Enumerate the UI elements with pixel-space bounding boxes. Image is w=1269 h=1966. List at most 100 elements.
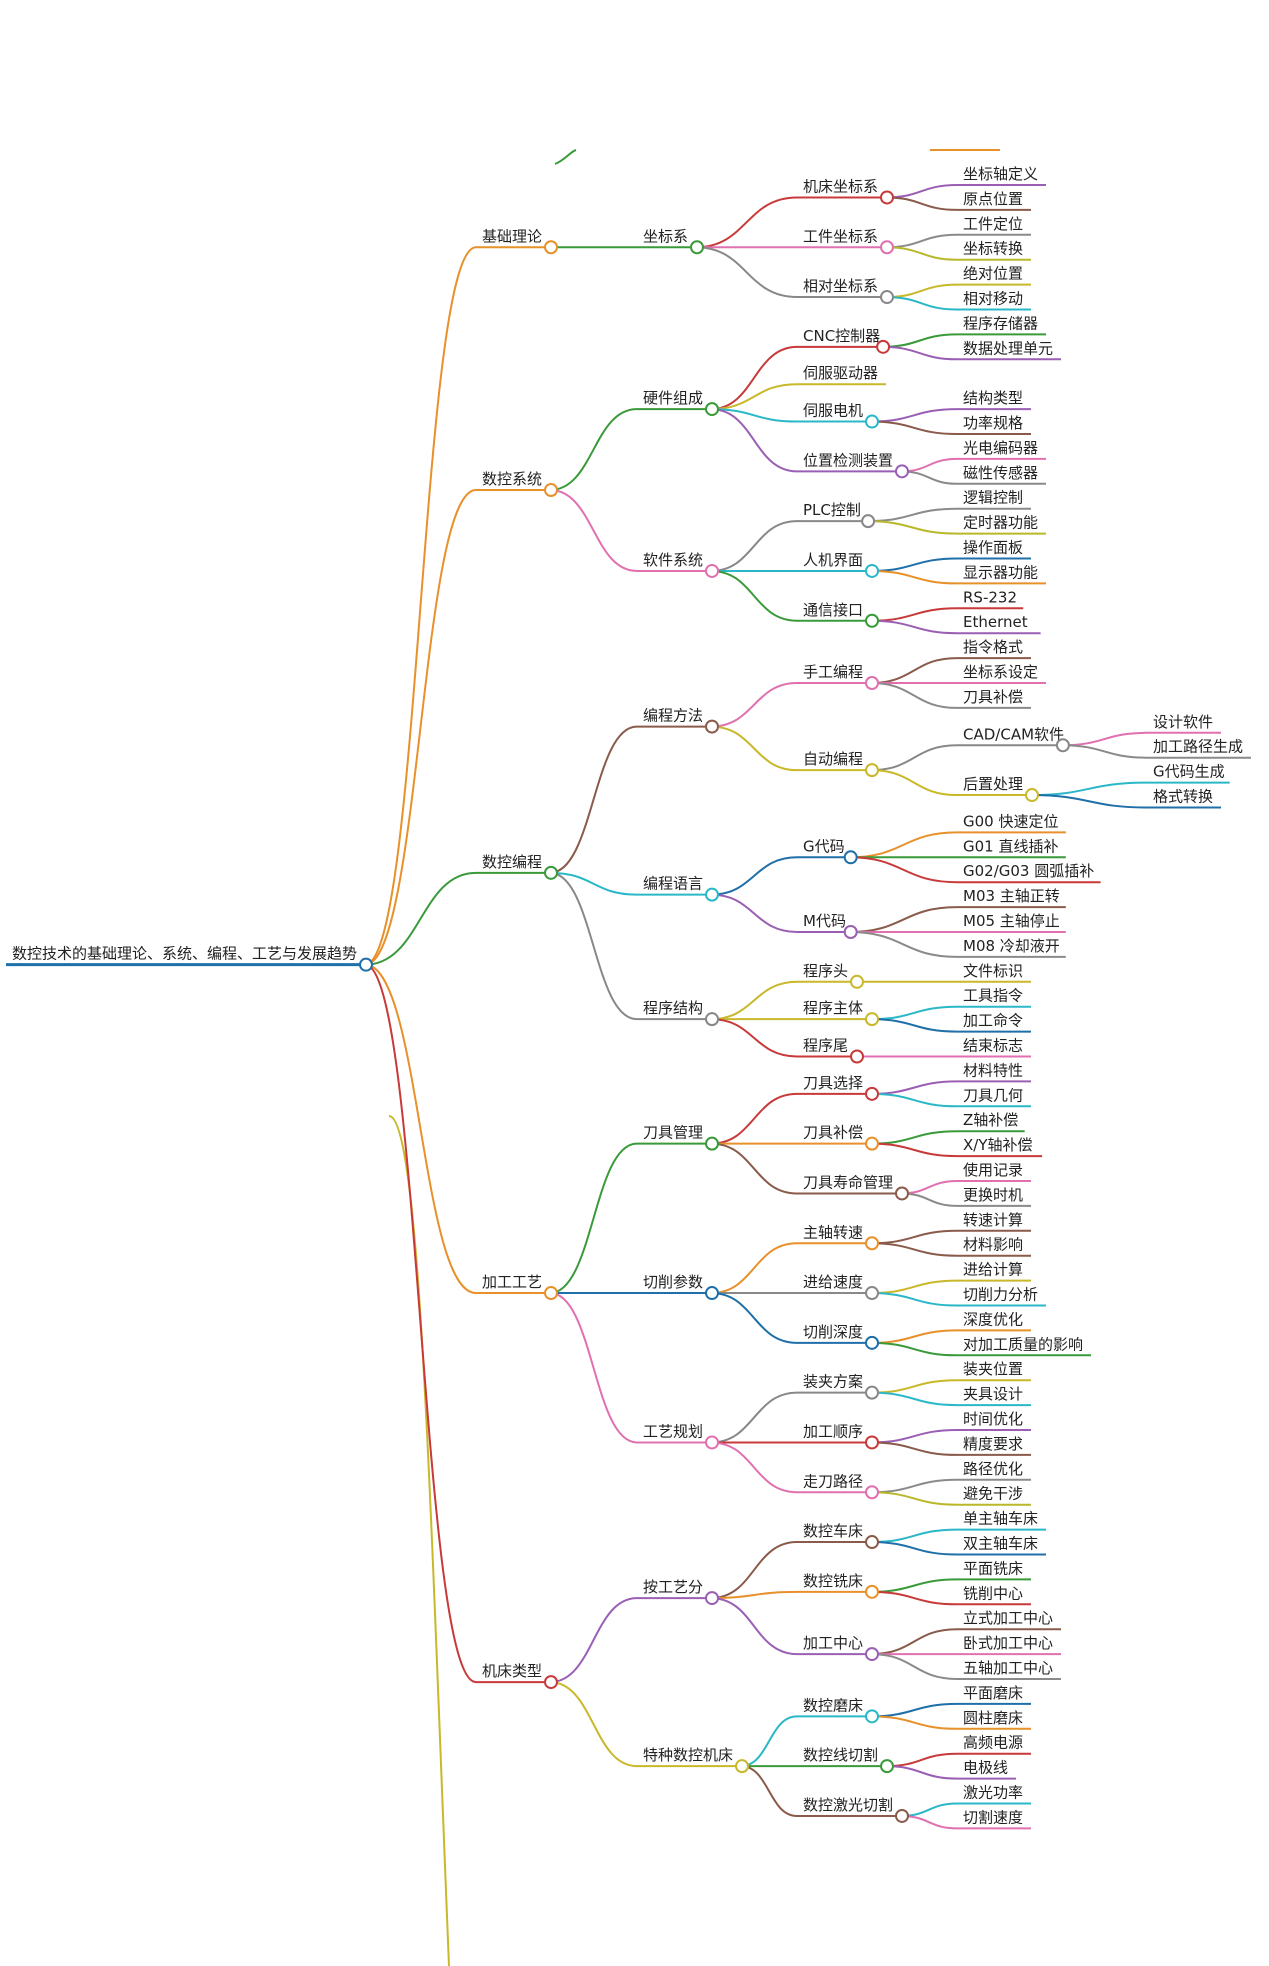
branch-link: [710, 1142, 798, 1195]
collapse-toggle[interactable]: [705, 563, 719, 578]
collapse-toggle[interactable]: [705, 1286, 719, 1301]
topic-label: 转速计算: [963, 1211, 1023, 1229]
branch-link: [870, 1242, 958, 1257]
collapse-toggle[interactable]: [843, 925, 858, 939]
collapse-toggle[interactable]: [843, 850, 858, 865]
topic-label: 程序结构: [643, 999, 703, 1017]
collapse-toggle[interactable]: [865, 1086, 879, 1101]
topic-label: X/Y轴补偿: [963, 1136, 1033, 1154]
branch-link: [900, 1802, 958, 1817]
collapse-toggle[interactable]: [880, 290, 894, 305]
collapse-toggle[interactable]: [705, 1012, 719, 1027]
collapse-toggle[interactable]: [861, 514, 876, 529]
collapse-toggle[interactable]: [705, 1435, 719, 1450]
collapse-toggle[interactable]: [865, 676, 879, 690]
branch-link: [549, 725, 638, 874]
topic-label: 坐标系: [643, 227, 688, 245]
collapse-toggle[interactable]: [735, 1759, 749, 1774]
collapse-toggle[interactable]: [544, 240, 558, 255]
topic-label: 指令格式: [963, 638, 1023, 656]
collapse-toggle[interactable]: [876, 339, 891, 354]
branch-link: [710, 408, 798, 423]
topic-label: 使用记录: [963, 1161, 1023, 1179]
collapse-toggle[interactable]: [865, 1535, 879, 1550]
collapse-toggle[interactable]: [880, 1759, 894, 1774]
collapse-toggle[interactable]: [865, 1435, 879, 1450]
branch-link: [885, 1752, 958, 1768]
collapse-toggle[interactable]: [705, 1136, 719, 1151]
topic-label: CAD/CAM软件: [963, 725, 1064, 743]
collapse-toggle[interactable]: [544, 483, 558, 498]
branch-link: [849, 856, 958, 884]
collapse-toggle[interactable]: [865, 563, 879, 578]
branch-link: [710, 1590, 798, 1600]
collapse-toggle[interactable]: [1025, 788, 1039, 803]
collapse-toggle[interactable]: [544, 1286, 558, 1301]
collapse-toggle[interactable]: [850, 974, 864, 989]
collapse-toggle[interactable]: [865, 1236, 879, 1251]
collapse-toggle[interactable]: [880, 240, 894, 255]
topic-label: Z轴补偿: [963, 1111, 1018, 1129]
branch-link: [1030, 794, 1148, 809]
branch-link: [870, 1578, 958, 1593]
collapse-toggle[interactable]: [865, 1385, 879, 1400]
branch-link: [870, 569, 958, 585]
topic-label: CNC控制器: [803, 327, 880, 345]
branch-link: [870, 1130, 958, 1145]
collapse-toggle[interactable]: [705, 1591, 719, 1606]
collapse-toggle[interactable]: [705, 719, 719, 734]
topic-label: 工具指令: [963, 987, 1023, 1005]
collapse-toggle[interactable]: [359, 957, 373, 972]
branch-link: [870, 1590, 958, 1606]
collapse-toggle[interactable]: [865, 1335, 879, 1350]
collapse-toggle[interactable]: [690, 240, 704, 255]
collapse-toggle[interactable]: [865, 763, 879, 778]
collapse-toggle[interactable]: [865, 1485, 879, 1500]
topic-label: 设计软件: [1153, 713, 1213, 731]
branch-link: [710, 408, 798, 473]
collapse-toggle[interactable]: [544, 865, 558, 880]
branch-link: [870, 408, 958, 423]
topic-label: 数控线切割: [803, 1746, 878, 1764]
collapse-toggle[interactable]: [865, 1136, 879, 1151]
topic-label: 特种数控机床: [643, 1746, 733, 1764]
collapse-toggle[interactable]: [895, 1808, 909, 1823]
branch-link: [710, 725, 798, 772]
collapse-toggle[interactable]: [850, 1049, 864, 1064]
topic-label: 人机界面: [803, 551, 863, 569]
branch-link: [885, 296, 958, 311]
branch-link: [870, 1441, 958, 1456]
branch-link: [549, 1292, 638, 1444]
collapse-toggle[interactable]: [865, 1012, 879, 1027]
collapse-toggle[interactable]: [865, 1709, 879, 1724]
topic-label: 高频电源: [963, 1734, 1023, 1752]
branch-link: [870, 1092, 958, 1108]
branch-link: [849, 831, 958, 859]
topic-label: Ethernet: [963, 613, 1028, 631]
collapse-toggle[interactable]: [895, 464, 909, 479]
branch-link: [900, 457, 958, 473]
topic-label: 工件坐标系: [803, 227, 878, 245]
collapse-toggle[interactable]: [865, 1286, 879, 1301]
collapse-toggle[interactable]: [865, 414, 879, 429]
collapse-toggle[interactable]: [865, 613, 879, 628]
topic-label: 绝对位置: [963, 265, 1023, 283]
collapse-toggle[interactable]: [544, 1675, 558, 1690]
branch-link: [870, 1702, 958, 1718]
collapse-toggle[interactable]: [895, 1186, 909, 1201]
topic-label: 铣削中心: [963, 1584, 1023, 1602]
branch-link: [870, 1292, 958, 1307]
collapse-toggle[interactable]: [1055, 738, 1070, 753]
collapse-toggle[interactable]: [865, 1647, 879, 1662]
topic-label: 数控磨床: [803, 1696, 863, 1714]
branch-link: [870, 1391, 958, 1407]
topic-label: 更换时机: [963, 1186, 1023, 1204]
collapse-toggle[interactable]: [705, 887, 719, 902]
collapse-toggle[interactable]: [865, 1584, 879, 1599]
topic-label: 定时器功能: [963, 514, 1038, 532]
topic-label: 程序主体: [803, 999, 863, 1017]
topic-label: 坐标轴定义: [963, 165, 1038, 183]
collapse-toggle[interactable]: [880, 190, 894, 205]
collapse-toggle[interactable]: [705, 402, 719, 417]
